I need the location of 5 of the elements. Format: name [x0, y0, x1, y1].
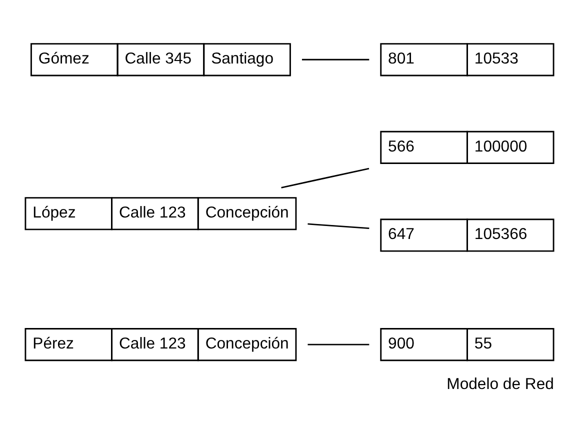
connector [302, 58, 370, 60]
connector [308, 223, 370, 230]
caption: Modelo de Red [446, 376, 554, 393]
connector [308, 344, 370, 346]
connector [281, 168, 370, 188]
